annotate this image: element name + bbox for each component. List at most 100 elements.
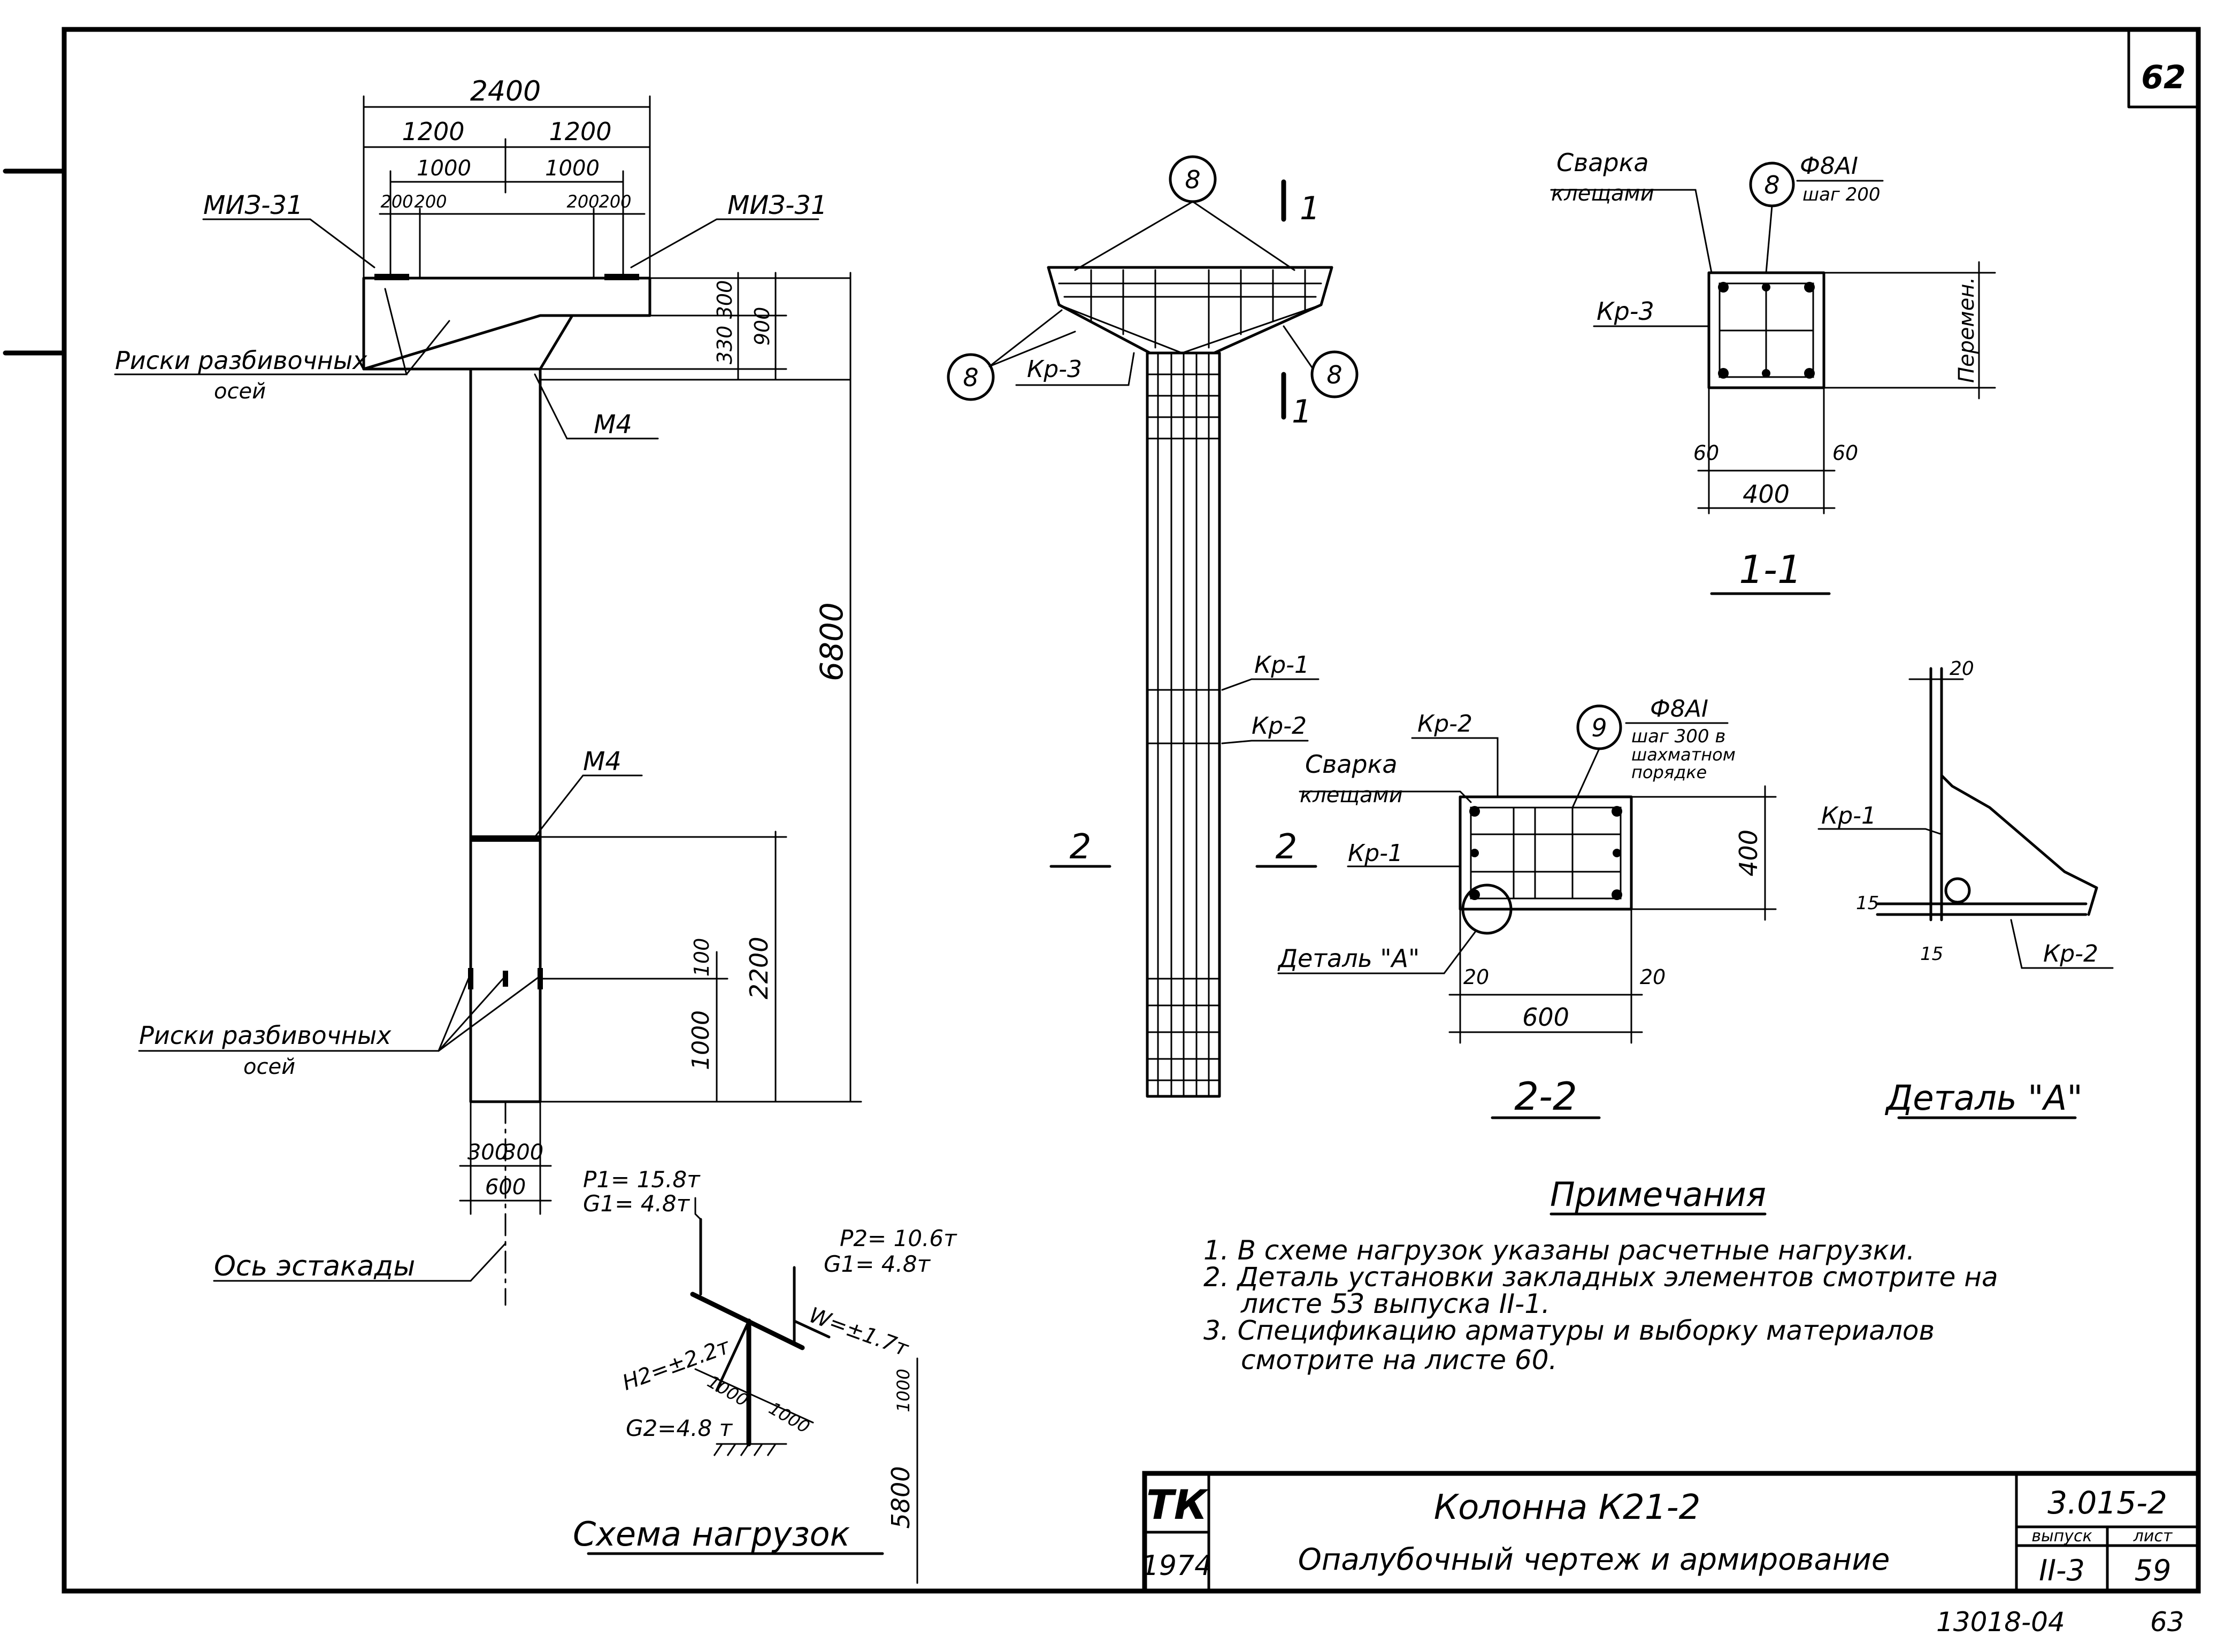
s22-bar-spec: Ф8АI xyxy=(1650,695,1708,723)
load-g1-right: G1= 4.8т xyxy=(824,1251,931,1277)
dim-small-left-a: 200 xyxy=(380,191,413,212)
reinforcement-view: 8 8 8 Кр-3 1 1 Кр-1 Кр-2 2 2 xyxy=(947,155,1359,1098)
detail-title: Деталь "А" xyxy=(1884,1079,2083,1118)
section2-left: 2 xyxy=(1070,827,1092,867)
s22-dim-400: 400 xyxy=(1734,829,1763,877)
cage-kr2-label: Кр-2 xyxy=(1252,712,1307,740)
s11-title: 1-1 xyxy=(1739,547,1802,592)
cage-kr1-label: Кр-1 xyxy=(1254,651,1309,679)
s22-weld-2: клещами xyxy=(1300,783,1403,808)
axis-marks-bot-line2: осей xyxy=(243,1055,295,1079)
dim-inner-right: 1000 xyxy=(545,156,600,181)
sheet-number-top: 62 xyxy=(2141,59,2186,96)
dim-head-330: 330 xyxy=(713,326,737,365)
load-dim-1000-b: 1000 xyxy=(765,1398,814,1438)
notes-line4: 3. Спецификацию арматуры и выборку матер… xyxy=(1203,1315,1935,1346)
s22-bar-step-3: порядке xyxy=(1631,762,1707,782)
title-sub: Опалубочный чертеж и армирование xyxy=(1298,1542,1890,1577)
load-g1-left: G1= 4.8т xyxy=(583,1190,691,1217)
s11-weld-1: Сварка xyxy=(1556,148,1649,177)
section-mark-bot: 1 xyxy=(1292,393,1312,431)
detail-dim-15-left: 15 xyxy=(1856,893,1879,914)
column-elevation: 2400 1200 1200 1000 1000 200 200 200 200… xyxy=(114,75,862,1306)
title-issue-label: выпуск xyxy=(2031,1527,2092,1546)
dim-2200: 2200 xyxy=(745,936,773,999)
section-2-2: 400 20 20 600 2-2 Кр-2 Сварка клещами 9 … xyxy=(1277,695,1777,1119)
s11-dim-60-right: 60 xyxy=(1832,441,1858,465)
title-sheet-label: лист xyxy=(2133,1527,2173,1546)
load-g2: G2=4.8 т xyxy=(626,1415,733,1441)
footer-inventory: 13018-04 xyxy=(1936,1607,2065,1638)
s22-title: 2-2 xyxy=(1514,1074,1577,1119)
notes-line3: листе 53 выпуска II-1. xyxy=(1240,1288,1550,1319)
bubble-top-8: 8 xyxy=(1185,165,1200,194)
cage-kr3-label: Кр-3 xyxy=(1027,356,1082,383)
s11-bar-step: шаг 200 xyxy=(1802,184,1881,205)
bubble-right-8: 8 xyxy=(1326,360,1342,389)
s11-bubble: 8 xyxy=(1764,171,1779,199)
notes-line1: 1. В схеме нагрузок указаны расчетные на… xyxy=(1203,1235,1915,1266)
load-scheme: P1= 15.8т G1= 4.8т P2= 10.6т G1= 4.8т H2… xyxy=(573,1166,957,1584)
detail-cage-kr2: Кр-2 xyxy=(2043,940,2098,967)
load-dim-1000-c: 1000 xyxy=(893,1369,914,1412)
title-logo: ТК xyxy=(1146,1481,1209,1528)
dim-inner-left: 1000 xyxy=(417,156,471,181)
embed-m4-mid: М4 xyxy=(583,747,622,777)
load-p2: P2= 10.6т xyxy=(840,1225,957,1251)
s22-dim-600: 600 xyxy=(1522,1003,1569,1032)
embed-label-left: МИЗ-31 xyxy=(203,190,303,220)
dim-half-right: 1200 xyxy=(549,117,611,146)
dim-col-300-b: 300 xyxy=(503,1140,543,1165)
s11-bar-spec: Ф8АI xyxy=(1800,152,1858,180)
s22-dim-20-right: 20 xyxy=(1640,965,1666,989)
dim-100: 100 xyxy=(690,938,714,977)
dim-small-left-b: 200 xyxy=(414,191,447,212)
dim-head-900: 900 xyxy=(750,307,774,346)
notes-line2: 2. Деталь установки закладных элементов … xyxy=(1203,1262,1998,1293)
s22-detail-ref: Деталь "А" xyxy=(1277,944,1420,973)
s11-cage: Кр-3 xyxy=(1597,297,1654,326)
s22-bar-step-2: шахматном xyxy=(1631,744,1736,765)
title-code: 3.015-2 xyxy=(2047,1485,2167,1521)
axis-marks-bot-line1: Риски разбивочных xyxy=(139,1021,392,1050)
s22-cage-kr1: Кр-1 xyxy=(1348,840,1403,867)
axis-marks-top-line1: Риски разбивочных xyxy=(115,346,367,375)
dim-height-total: 6800 xyxy=(814,602,850,681)
title-issue-value: II-3 xyxy=(2039,1554,2085,1587)
s11-weld-2: клещами xyxy=(1551,181,1654,206)
load-dim-5800: 5800 xyxy=(886,1466,915,1528)
detail-cage-kr1: Кр-1 xyxy=(1821,802,1876,829)
sheet-frame xyxy=(62,27,2201,1594)
dim-small-right-b: 200 xyxy=(599,191,631,212)
title-sheet-value: 59 xyxy=(2135,1554,2172,1587)
trestle-axis-label: Ось эстакады xyxy=(214,1250,415,1282)
dim-col-300-a: 300 xyxy=(467,1140,508,1165)
s22-cage-kr2: Кр-2 xyxy=(1417,710,1472,737)
s11-dim-60-left: 60 xyxy=(1693,441,1719,465)
notes-title: Примечания xyxy=(1550,1175,1766,1214)
load-dim-1000-a: 1000 xyxy=(704,1371,752,1411)
section-mark-top: 1 xyxy=(1300,190,1320,227)
load-p1: P1= 15.8т xyxy=(583,1166,701,1193)
notes-line5: смотрите на листе 60. xyxy=(1241,1344,1557,1376)
s22-weld-1: Сварка xyxy=(1305,750,1398,779)
s11-dim-400: 400 xyxy=(1743,480,1790,509)
axis-marks-top-line2: осей xyxy=(214,379,266,404)
notes: Примечания 1. В схеме нагрузок указаны р… xyxy=(1203,1175,1998,1376)
load-title: Схема нагрузок xyxy=(573,1515,850,1554)
dim-col-600: 600 xyxy=(485,1175,526,1200)
title-main: Колонна К21-2 xyxy=(1434,1488,1701,1527)
section2-right: 2 xyxy=(1276,827,1298,867)
detail-dim-15-bottom: 15 xyxy=(1920,943,1943,965)
title-block: ТК 1974 Колонна К21-2 Опалубочный чертеж… xyxy=(1141,1471,2201,1594)
title-year: 1974 xyxy=(1141,1550,1212,1582)
footer-page: 63 xyxy=(2150,1607,2184,1638)
s11-variable: Перемен. xyxy=(1954,277,1979,383)
detail-a: 20 Кр-1 15 15 Кр-2 Деталь "А" xyxy=(1817,658,2114,1119)
s22-bubble: 9 xyxy=(1591,713,1607,742)
dim-head-300: 300 xyxy=(713,280,737,319)
embed-label-right: МИЗ-31 xyxy=(727,190,827,220)
s22-bar-step-1: шаг 300 в xyxy=(1631,726,1725,747)
dim-1000: 1000 xyxy=(687,1010,715,1070)
